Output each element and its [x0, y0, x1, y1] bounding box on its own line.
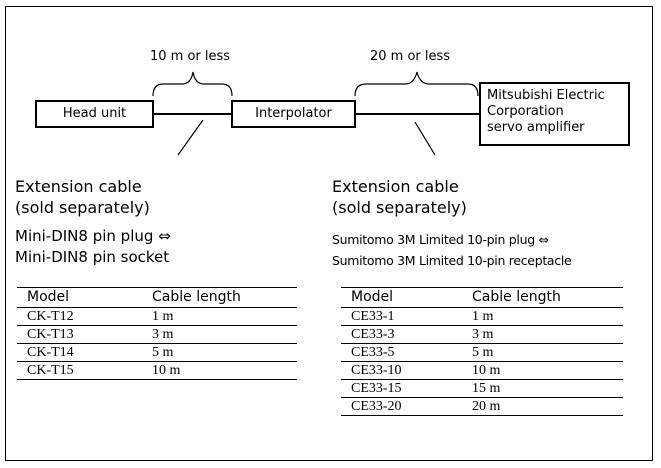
brace-left — [152, 71, 233, 97]
servo-label-line-3: servo amplifier — [487, 120, 585, 135]
table-row: CE33-15 15 m — [341, 379, 623, 398]
length-cell: 10 m — [142, 361, 297, 380]
distance-right-label: 20 m or less — [370, 49, 451, 64]
left-connector-line-2: Mini-DIN8 pin socket — [15, 248, 170, 266]
right-connector-line-1: Sumitomo 3M Limited 10-pin plug ⇔ — [332, 232, 549, 247]
table-header-row: Model Cable length — [17, 287, 297, 308]
interpolator-label: Interpolator — [255, 106, 332, 121]
servo-amplifier-box — [479, 82, 630, 146]
table-row: CK-T15 10 m — [17, 361, 297, 380]
model-cell: CE33-1 — [341, 307, 462, 326]
model-cell: CE33-10 — [341, 361, 462, 380]
pointer-left — [177, 119, 204, 156]
right-connector-desc: Sumitomo 3M Limited 10-pin plug ⇔ Sumito… — [332, 229, 572, 271]
model-cell: CE33-15 — [341, 379, 462, 398]
length-cell: 20 m — [462, 397, 623, 416]
table-row: CE33-3 3 m — [341, 325, 623, 344]
left-cable-title: Extension cable (sold separately) — [15, 176, 150, 218]
length-cell: 5 m — [462, 343, 623, 362]
distance-left-label: 10 m or less — [150, 49, 231, 64]
model-cell: CK-T15 — [17, 361, 142, 380]
model-cell: CK-T13 — [17, 325, 142, 344]
length-cell: 1 m — [462, 307, 623, 326]
right-cable-title-line-1: Extension cable — [332, 177, 459, 196]
servo-label-line-1: Mitsubishi Electric — [487, 88, 605, 103]
table-row: CE33-1 1 m — [341, 307, 623, 326]
table-header-row: Model Cable length — [341, 287, 623, 308]
brace-right — [354, 71, 479, 97]
servo-amplifier-label: Mitsubishi Electric Corporation servo am… — [487, 88, 627, 136]
right-connector-line-2: Sumitomo 3M Limited 10-pin receptacle — [332, 253, 572, 268]
right-cable-title: Extension cable (sold separately) — [332, 176, 467, 218]
left-connector-desc: Mini-DIN8 pin plug ⇔ Mini-DIN8 pin socke… — [15, 226, 171, 268]
length-cell: 10 m — [462, 361, 623, 380]
right-cable-table: Model Cable length CE33-1 1 m CE33-3 3 m… — [341, 287, 623, 416]
left-cable-title-line-2: (sold separately) — [15, 198, 150, 217]
left-cable-table: Model Cable length CK-T12 1 m CK-T13 3 m… — [17, 287, 297, 380]
col-header-model: Model — [341, 287, 462, 308]
model-cell: CK-T12 — [17, 307, 142, 326]
left-cable-title-line-1: Extension cable — [15, 177, 142, 196]
length-cell: 3 m — [462, 325, 623, 344]
col-header-length: Cable length — [142, 287, 297, 308]
table-row: CE33-5 5 m — [341, 343, 623, 362]
col-header-model: Model — [17, 287, 142, 308]
table-row: CK-T12 1 m — [17, 307, 297, 326]
length-cell: 1 m — [142, 307, 297, 326]
table-row: CE33-10 10 m — [341, 361, 623, 380]
pointer-right — [414, 121, 436, 156]
model-cell: CE33-5 — [341, 343, 462, 362]
right-cable-title-line-2: (sold separately) — [332, 198, 467, 217]
length-cell: 15 m — [462, 379, 623, 398]
left-connector-line-1: Mini-DIN8 pin plug ⇔ — [15, 227, 171, 245]
col-header-length: Cable length — [462, 287, 623, 308]
length-cell: 3 m — [142, 325, 297, 344]
table-row: CK-T13 3 m — [17, 325, 297, 344]
table-row: CE33-20 20 m — [341, 397, 623, 416]
model-cell: CE33-20 — [341, 397, 462, 416]
length-cell: 5 m — [142, 343, 297, 362]
head-unit-label: Head unit — [62, 106, 127, 121]
model-cell: CE33-3 — [341, 325, 462, 344]
servo-label-line-2: Corporation — [487, 104, 564, 119]
interpolator-box — [231, 100, 356, 128]
model-cell: CK-T14 — [17, 343, 142, 362]
table-row: CK-T14 5 m — [17, 343, 297, 362]
head-unit-box — [35, 100, 154, 128]
